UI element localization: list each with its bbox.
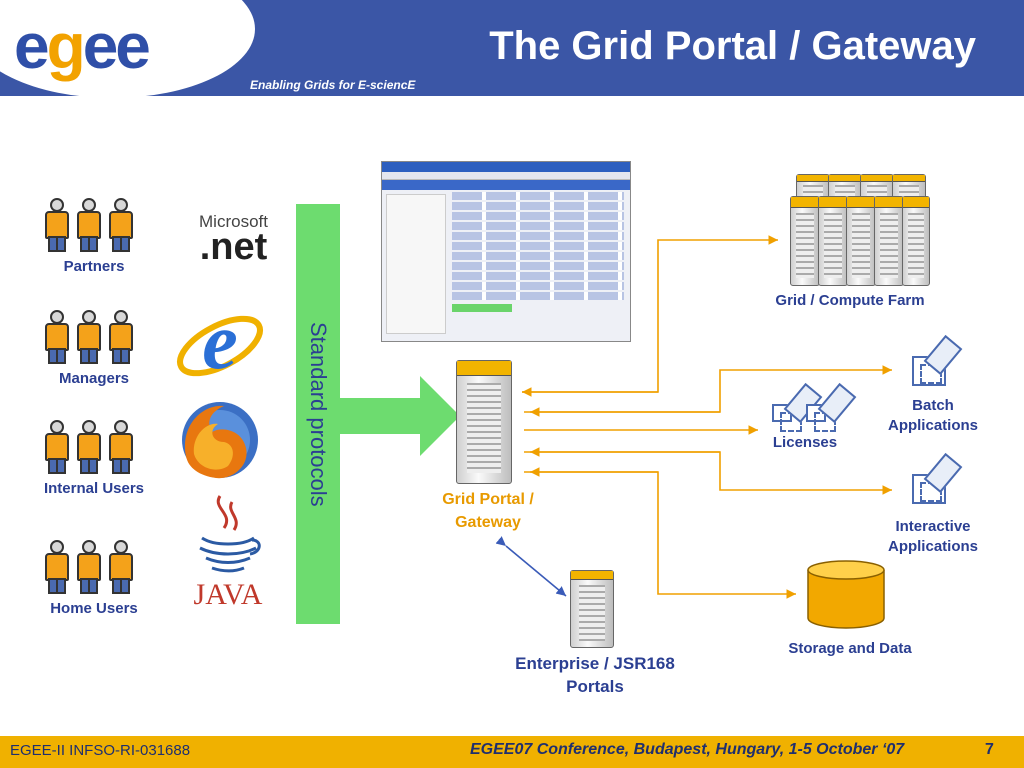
person-icon [44,420,70,474]
person-icon [76,420,102,474]
interactive-application-icon [912,474,952,508]
application-window-icon [912,356,946,386]
footer-project-id: EGEE-II INFSO-RI-031688 [10,742,191,759]
enterprise-label: Enterprise / JSR168 Portals [515,654,675,696]
screenshot-row [452,252,624,260]
link-enterprise [495,536,567,597]
partners-icon [44,198,144,258]
screenshot-row [452,232,624,240]
protocol-arrow-shaft [340,398,420,434]
screenshot-row [452,242,624,250]
application-window-icon [912,474,946,504]
person-icon [108,420,134,474]
microsoft-net-logo: Microsoft .net [186,212,281,272]
net-wordmark: .net [199,226,268,268]
window-titlebar [382,162,630,172]
screenshot-row [452,272,624,280]
portal-screenshot [381,161,631,342]
footer-conference: EGEE07 Conference, Budapest, Hungary, 1-… [470,741,905,758]
storage-cylinder-icon [807,560,885,629]
logo-letter: e [14,10,50,82]
batch-application-icon [912,356,952,390]
person-icon [76,310,102,364]
person-icon [108,198,134,252]
person-icon [44,540,70,594]
svg-text:e: e [202,298,238,386]
screenshot-row [452,202,624,210]
internet-explorer-icon: e [177,298,263,386]
managers-icon [44,310,144,370]
internal-users-label: Internal Users [43,480,145,497]
compute-farm-icon [790,170,930,290]
link-batch [524,365,892,413]
license-window-icon [772,404,802,432]
person-icon [108,310,134,364]
license-window-icon [806,404,836,432]
link-interactive [524,451,892,495]
screenshot-row [452,222,624,230]
page-title: The Grid Portal / Gateway [489,24,976,68]
server-icon [846,196,876,286]
person-icon [44,310,70,364]
portal-server-icon [456,360,512,484]
managers-label: Managers [58,370,130,387]
screenshot-sidebar [386,194,446,334]
person-icon [44,198,70,252]
storage-label: Storage and Data [788,640,912,657]
home-users-label: Home Users [50,600,138,617]
internal-users-icon [44,420,144,480]
window-menubar [382,172,630,180]
protocol-arrow-head [420,376,460,456]
server-icon [818,196,848,286]
screenshot-row [452,212,624,220]
microsoft-wordmark: Microsoft [199,212,268,231]
standard-protocols-bar [296,204,340,624]
footer-page-number: 7 [985,741,994,758]
licenses-label: Licenses [772,434,838,451]
portal-label: Grid Portal / Gateway [442,491,534,531]
screenshot-row [452,262,624,270]
server-icon [902,196,930,286]
java-wordmark: JAVA [193,578,263,611]
enterprise-server-icon [570,570,614,648]
egee-logo: egee [14,14,151,78]
window-toolbar [382,180,630,190]
header-subtitle: Enabling Grids for E-sciencE [250,78,416,92]
person-icon [108,540,134,594]
server-icon [790,196,820,286]
screenshot-row [452,282,624,290]
home-users-icon [44,540,144,600]
footer-bar [0,736,1024,768]
screenshot-row [452,192,624,200]
interactive-label: Interactive Applications [887,518,978,555]
person-icon [76,540,102,594]
java-logo: JAVA [190,492,266,614]
screenshot-row [452,292,624,300]
partners-label: Partners [63,258,125,275]
logo-letter: g [46,10,86,82]
logo-letter: ee [82,10,151,82]
compute-farm-label: Grid / Compute Farm [775,292,925,309]
person-icon [76,198,102,252]
licenses-icon [772,400,842,432]
firefox-icon [182,402,258,479]
java-cup-icon [199,495,261,573]
screenshot-progress [452,304,512,312]
standard-protocols-label: Standard protocols [306,321,331,507]
batch-label: Batch Applications [887,397,978,434]
